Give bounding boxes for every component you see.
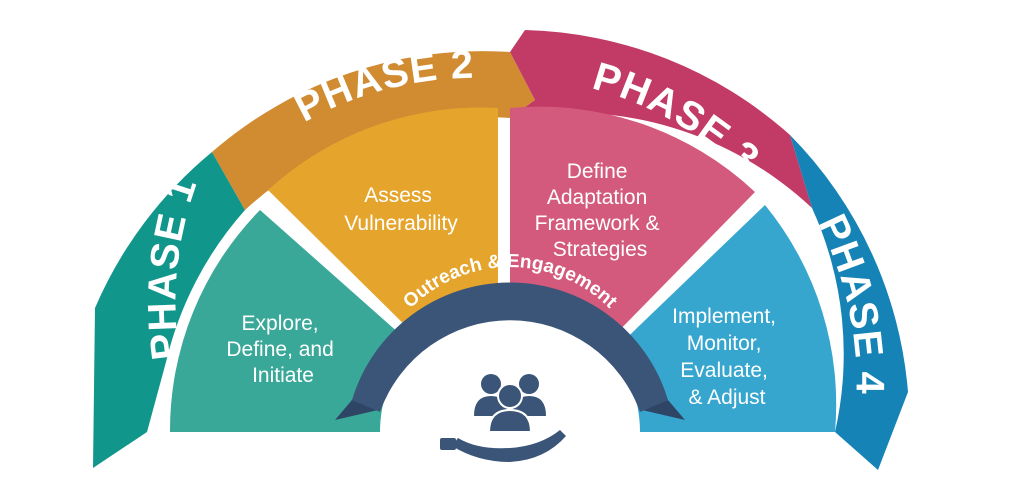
phase-2-description: Assess Vulnerability: [344, 184, 458, 235]
phase-4-description: Implement, Monitor, Evaluate, & Adjust: [672, 305, 782, 409]
phase-4-ribbon: [790, 135, 908, 470]
phase-3-description: Define Adaptation Framework & Strategies: [535, 160, 666, 261]
people-in-hand-icon: [440, 374, 566, 462]
phase-3-ribbon: [510, 30, 812, 208]
banner-left-tail: [335, 400, 378, 420]
banner-right-tail: [642, 400, 685, 420]
phase-1-description: Explore, Define, and Initiate: [226, 312, 339, 387]
banner-ribbon: [352, 282, 668, 412]
phase-1-ribbon: [93, 152, 245, 468]
phase-2-wedge: [268, 107, 498, 361]
